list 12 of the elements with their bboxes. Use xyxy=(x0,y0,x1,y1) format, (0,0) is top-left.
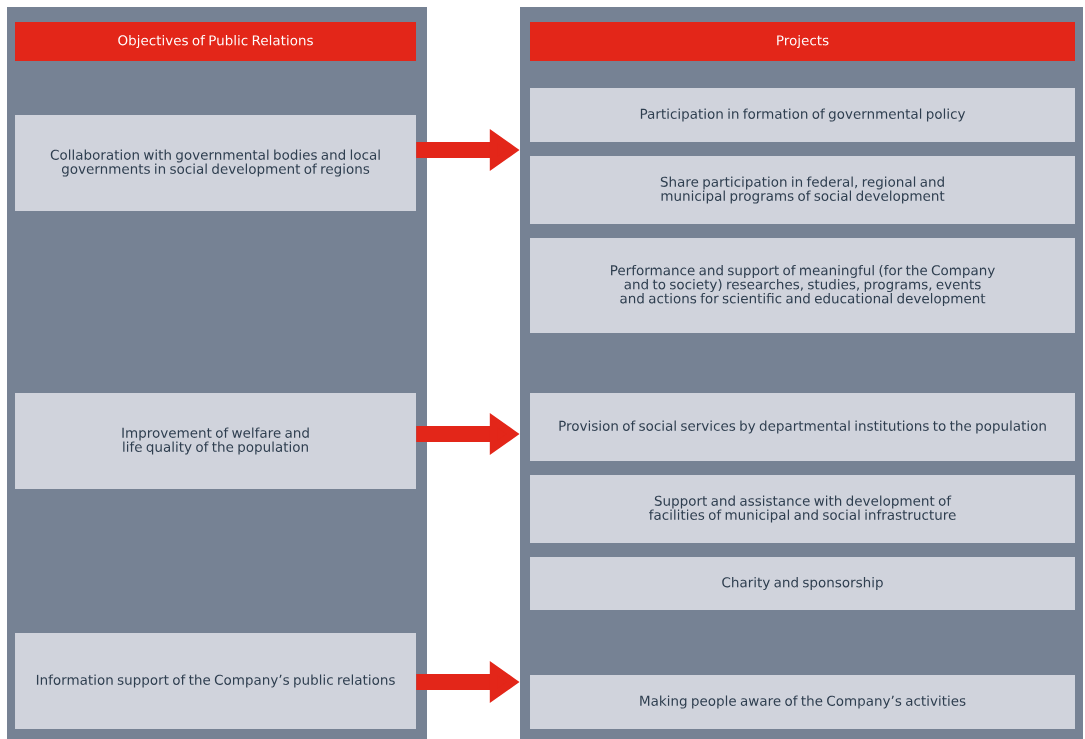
text-box: Collaboration with governmental bodies and local governments in social development of regions xyxy=(15,115,416,211)
text-box: Charity and sponsorship xyxy=(530,557,1075,610)
header-bar: Objectives of Public Relations xyxy=(15,22,416,61)
text-box: Share participation in federal, regional and municipal programs of social development xyxy=(530,156,1075,224)
text-box: Information support of the Company’s public relations xyxy=(15,633,416,729)
text-box: Making people aware of the Company’s activities xyxy=(530,675,1075,729)
text-box: Improvement of welfare and life quality of the population xyxy=(15,393,416,489)
text-box: Support and assistance with development of facilities of municipal and social infrastructure xyxy=(530,475,1075,543)
text-box: Participation in formation of governmental policy xyxy=(530,88,1075,142)
header-bar: Projects xyxy=(530,22,1075,61)
text-box: Provision of social services by departmental institutions to the population xyxy=(530,393,1075,461)
text-box: Performance and support of meaningful (for the Company and to society) researches, studies, programs, events and actions for scientific and educational development xyxy=(530,238,1075,333)
